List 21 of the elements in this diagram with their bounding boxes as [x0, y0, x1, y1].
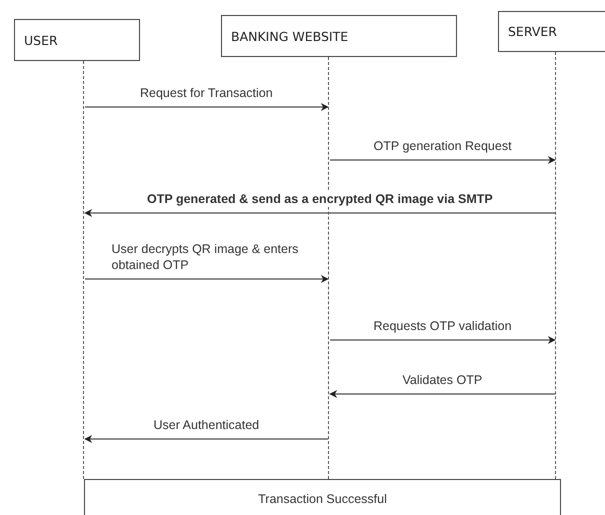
message-arrow — [85, 103, 329, 111]
message-arrow — [330, 336, 556, 344]
message-arrow — [85, 275, 329, 283]
message-arrow — [84, 435, 328, 443]
participant-box — [498, 11, 605, 52]
message-arrow — [330, 156, 556, 164]
message-label: Requests OTP validation — [372, 318, 514, 334]
message-arrow — [84, 209, 555, 217]
participant-name: BANKING WEBSITE — [231, 28, 348, 44]
participant-box — [14, 19, 140, 61]
lifeline — [83, 61, 85, 479]
participant-name: SERVER — [508, 24, 557, 39]
result-box — [84, 479, 561, 515]
participant-box — [221, 15, 457, 57]
lifeline — [555, 52, 557, 479]
message-label: OTP generated & send as a encrypted QR image via SMTP — [145, 191, 495, 207]
participant-name: USER — [24, 32, 58, 48]
message-arrow — [329, 390, 555, 398]
result-text: Transaction Successful — [258, 492, 387, 506]
message-label: OTP generation Request — [372, 138, 514, 154]
message-label: Request for Transaction — [138, 85, 275, 101]
